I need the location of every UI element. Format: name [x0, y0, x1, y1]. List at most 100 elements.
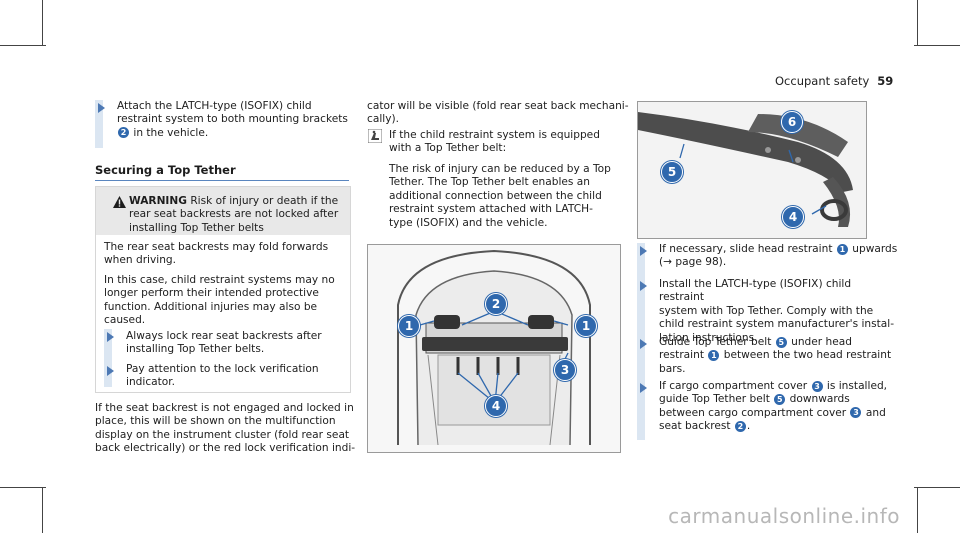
step-head-restraint: If necessary, slide head restraint 1 upw… — [659, 243, 899, 270]
section-rule — [95, 180, 349, 181]
para-line: longer perform their intended protective — [104, 287, 319, 300]
step-arrow-icon — [640, 246, 647, 256]
warning-line: rear seat backrests are not locked after — [129, 208, 339, 221]
para-line: Pay attention to the lock verification — [126, 363, 319, 375]
para-line: child restraint system manufacturer's in… — [659, 318, 895, 331]
para-line: function. Additional injuries may also b… — [104, 300, 318, 313]
crop-mark — [42, 0, 43, 46]
callout-1-right: 1 — [575, 315, 597, 337]
running-header: Occupant safety 59 — [775, 74, 893, 88]
warning-line: Risk of injury or death if the — [190, 195, 339, 207]
step-text: between cargo compartment cover — [659, 406, 847, 419]
para-line: cator will be visible (fold rear seat ba… — [367, 100, 629, 112]
body-paragraph: cator will be visible (fold rear seat ba… — [367, 100, 629, 127]
para-line: If the seat backrest is not engaged and … — [95, 402, 354, 414]
step-text: . — [746, 420, 751, 433]
para-line: Always lock rear seat backrests after — [126, 330, 322, 342]
warning-line: installing Top Tether belts — [129, 221, 264, 234]
callout-4: 4 — [485, 395, 507, 417]
para-line: system with Top Tether. Comply with the — [659, 304, 874, 317]
step-text: Attach the LATCH-type (ISOFIX) child — [117, 100, 312, 112]
step-bar — [95, 100, 103, 148]
note-paragraph: The risk of injury can be reduced by a T… — [389, 163, 629, 230]
callout-5: 5 — [661, 161, 683, 183]
warning-title: WARNING Risk of injury or death if the r… — [129, 195, 349, 235]
para-line: installing Top Tether belts. — [126, 343, 265, 356]
step-text: and — [865, 406, 886, 419]
step-text: Guide Top Tether belt — [659, 336, 772, 348]
para-line: The rear seat backrests may fold forward… — [104, 241, 329, 253]
para-line: display on the instrument cluster (fold … — [95, 428, 350, 441]
step-arrow-icon — [640, 383, 647, 393]
warning-triangle-icon — [113, 196, 126, 208]
callout-badge: 1 — [708, 349, 720, 361]
section-title: Securing a Top Tether — [95, 163, 236, 177]
step-install: Install the LATCH-type (ISOFIX) child re… — [659, 278, 899, 345]
child-seat-note-icon — [368, 129, 382, 143]
warning-bullet: Always lock rear seat backrests after in… — [126, 330, 346, 357]
callout-badge: 2 — [734, 420, 746, 432]
note-intro: If the child restraint system is equippe… — [389, 129, 629, 156]
callout-1-left: 1 — [398, 315, 420, 337]
para-line: In this case, child restraint systems ma… — [104, 274, 335, 286]
callout-6: 6 — [781, 111, 803, 133]
para-line: Tether. The Top Tether belt enables an — [389, 176, 591, 189]
crop-mark — [917, 0, 918, 46]
step-text: in the vehicle. — [133, 126, 209, 139]
para-line: back electrically) or the red lock verif… — [95, 442, 356, 455]
crop-mark — [914, 487, 960, 488]
step-cargo-cover: If cargo compartment cover 3 is installe… — [659, 380, 899, 434]
step-text: bars. — [659, 362, 686, 375]
callout-badge: 2 — [118, 127, 129, 139]
para-line: type (ISOFIX) and the vehicle. — [389, 216, 548, 229]
crop-mark — [917, 487, 918, 533]
step-text: If necessary, slide head restraint — [659, 243, 833, 255]
page-link[interactable]: (→ page 98). — [659, 256, 727, 269]
warning-para: In this case, child restraint systems ma… — [104, 274, 344, 328]
callout-3: 3 — [554, 359, 576, 381]
warning-para: The rear seat backrests may fold forward… — [104, 241, 344, 268]
trunk-illustration: 1 2 1 3 4 — [367, 244, 621, 453]
para-line: additional connection between the child — [389, 189, 602, 202]
step-text: downwards — [789, 393, 850, 406]
step-attach: Attach the LATCH-type (ISOFIX) child res… — [117, 100, 357, 140]
para-line: caused. — [104, 314, 146, 327]
step-guide-belt: Guide Top Tether belt 5 under head restr… — [659, 336, 899, 376]
para-line: restraint system attached with LATCH- — [389, 203, 593, 216]
para-line: with a Top Tether belt: — [389, 142, 507, 155]
step-text: upwards — [852, 243, 898, 255]
tether-drawing — [638, 112, 853, 227]
warning-box: WARNING Risk of injury or death if the r… — [95, 186, 351, 393]
page-number: 59 — [877, 74, 894, 88]
para-line: If the child restraint system is equippe… — [389, 129, 600, 141]
callout-badge: 5 — [774, 393, 786, 405]
tether-illustration: 6 5 4 — [637, 101, 867, 239]
step-arrow-icon — [98, 103, 105, 113]
crop-mark — [914, 45, 960, 46]
section-name: Occupant safety — [775, 74, 870, 88]
step-arrow-icon — [640, 281, 647, 291]
callout-badge: 5 — [775, 336, 787, 348]
crop-mark — [0, 487, 46, 488]
step-text: seat backrest — [659, 420, 731, 433]
step-arrow-icon — [107, 332, 114, 342]
step-text: If cargo compartment cover — [659, 380, 808, 392]
warning-label: WARNING — [129, 195, 187, 207]
step-arrow-icon — [107, 366, 114, 376]
crop-mark — [0, 45, 46, 46]
callout-badge: 3 — [811, 380, 823, 392]
step-arrow-icon — [640, 339, 647, 349]
warning-bullet: Pay attention to the lock verification i… — [126, 363, 346, 390]
para-line: The risk of injury can be reduced by a T… — [389, 163, 611, 175]
crop-mark — [42, 487, 43, 533]
trunk-drawing — [397, 249, 591, 446]
para-line: cally). — [367, 113, 399, 126]
para-line: indicator. — [126, 376, 176, 389]
step-text: is installed, — [826, 380, 888, 392]
step-text: between the two head restraint — [723, 349, 892, 362]
callout-4: 4 — [782, 206, 804, 228]
callout-badge: 1 — [836, 243, 848, 255]
step-text: restraint system to both mounting bracke… — [117, 113, 348, 126]
callout-badge: 3 — [850, 407, 862, 419]
para-line: Install the LATCH-type (ISOFIX) child re… — [659, 278, 852, 304]
